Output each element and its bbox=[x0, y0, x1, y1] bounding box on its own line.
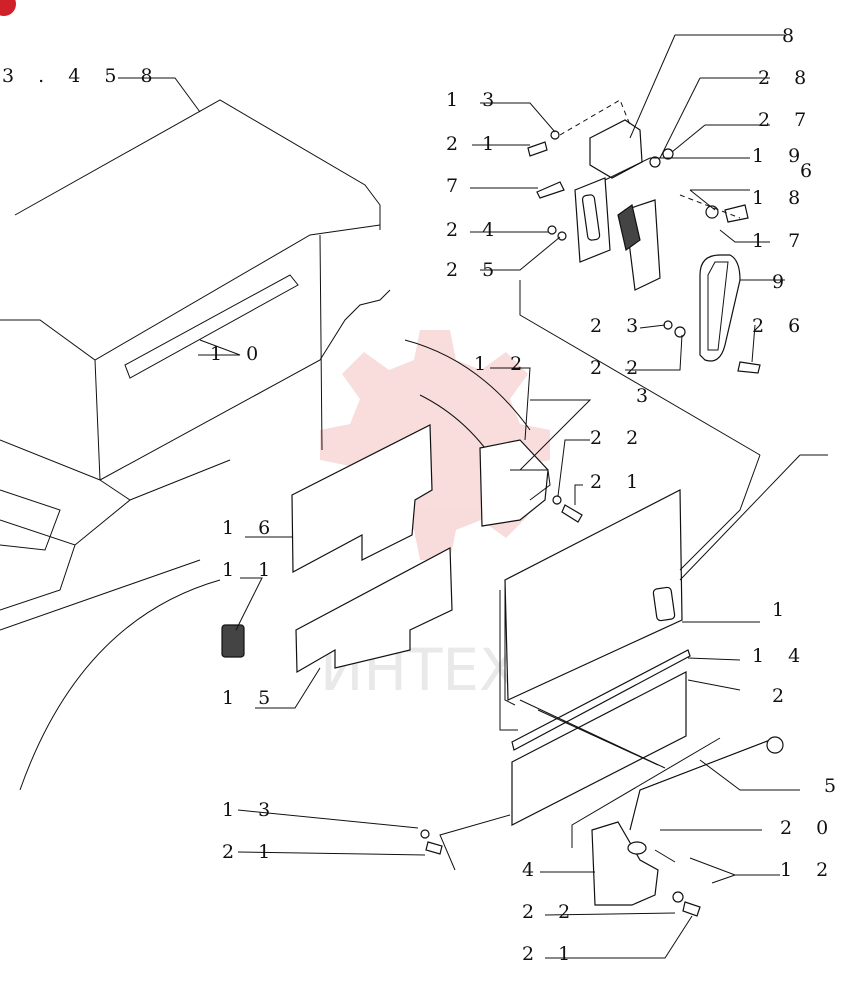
panel-16 bbox=[291, 424, 433, 573]
nut-18 bbox=[705, 205, 719, 219]
hinge-4 bbox=[591, 821, 659, 906]
washer-25 bbox=[557, 231, 567, 241]
callout-6: 6 bbox=[800, 160, 821, 182]
bolt-7 bbox=[536, 181, 565, 199]
bolt-21d bbox=[682, 901, 701, 917]
callout-2: 2 bbox=[772, 685, 793, 707]
panel-2 bbox=[511, 671, 687, 826]
bracket-3 bbox=[479, 439, 549, 527]
clip-11 bbox=[221, 624, 245, 658]
door-panel-1 bbox=[504, 489, 683, 701]
callout-12: 1 2 bbox=[474, 353, 531, 375]
callout-17: 1 7 bbox=[752, 230, 809, 252]
washer-24 bbox=[547, 225, 557, 235]
callout-5: 5 bbox=[824, 775, 845, 797]
bolt-26 bbox=[737, 361, 761, 374]
seal-14 bbox=[511, 649, 691, 751]
callout-22: 2 2 bbox=[590, 357, 647, 379]
washer-22b bbox=[552, 495, 562, 505]
callout-23: 2 3 bbox=[590, 315, 647, 337]
callout-12-b: 1 2 bbox=[780, 859, 837, 881]
callout-8: 8 bbox=[782, 25, 803, 47]
callout-15: 1 5 bbox=[222, 687, 279, 709]
callout-20: 2 0 bbox=[780, 817, 837, 839]
callout-1: 1 bbox=[772, 599, 793, 621]
callout-22-c: 2 2 bbox=[522, 901, 579, 923]
callout-4: 4 bbox=[522, 859, 543, 881]
callout-3: 3 bbox=[636, 385, 657, 407]
clip-17 bbox=[724, 204, 749, 223]
callout-14: 1 4 bbox=[752, 645, 809, 667]
callout-27: 2 7 bbox=[758, 109, 815, 131]
leader-lines bbox=[118, 34, 828, 959]
callout-11: 1 1 bbox=[222, 559, 279, 581]
callout-13: 1 3 bbox=[446, 89, 503, 111]
washer-20 bbox=[627, 841, 647, 855]
bolt-21b bbox=[561, 504, 583, 523]
nut-28 bbox=[649, 156, 661, 168]
callout-25: 2 5 bbox=[446, 259, 503, 281]
callout-18: 1 8 bbox=[752, 187, 809, 209]
callout-13-b: 1 3 bbox=[222, 799, 279, 821]
callout-7: 7 bbox=[446, 175, 467, 197]
bolt-21c bbox=[425, 841, 443, 855]
corner-badge bbox=[0, 0, 16, 16]
callout-21-d: 2 1 bbox=[522, 943, 579, 965]
callout-28: 2 8 bbox=[758, 67, 815, 89]
bolt-21a bbox=[527, 141, 548, 157]
callout-9: 9 bbox=[772, 271, 793, 293]
washer-13b bbox=[420, 829, 430, 839]
callout-19: 1 9 bbox=[752, 145, 809, 167]
washer-13a bbox=[550, 130, 560, 140]
handle-9 bbox=[699, 254, 741, 362]
callout-24: 2 4 bbox=[446, 219, 503, 241]
callout-16: 1 6 bbox=[222, 517, 279, 539]
panel-15 bbox=[295, 547, 453, 674]
washer-22a bbox=[663, 320, 673, 330]
callout-21-b: 2 1 bbox=[590, 471, 647, 493]
callout-21-c: 2 1 bbox=[222, 841, 279, 863]
callout-10: 1 0 bbox=[210, 343, 267, 365]
door-cutout bbox=[652, 586, 676, 622]
nut-23 bbox=[674, 326, 686, 338]
washer-22c bbox=[672, 891, 684, 903]
callout-22-b: 2 2 bbox=[590, 427, 647, 449]
tractor-body bbox=[0, 99, 531, 791]
nut-27 bbox=[662, 148, 674, 160]
callout-26: 2 6 bbox=[752, 315, 809, 337]
callout-21: 2 1 bbox=[446, 133, 503, 155]
reference-number: 3 . 4 5 8 bbox=[2, 65, 162, 87]
callout-labels: 3 . 4 5 8 8 2 8 1 3 2 1 2 7 1 9 6 7 1 8 … bbox=[2, 25, 845, 965]
